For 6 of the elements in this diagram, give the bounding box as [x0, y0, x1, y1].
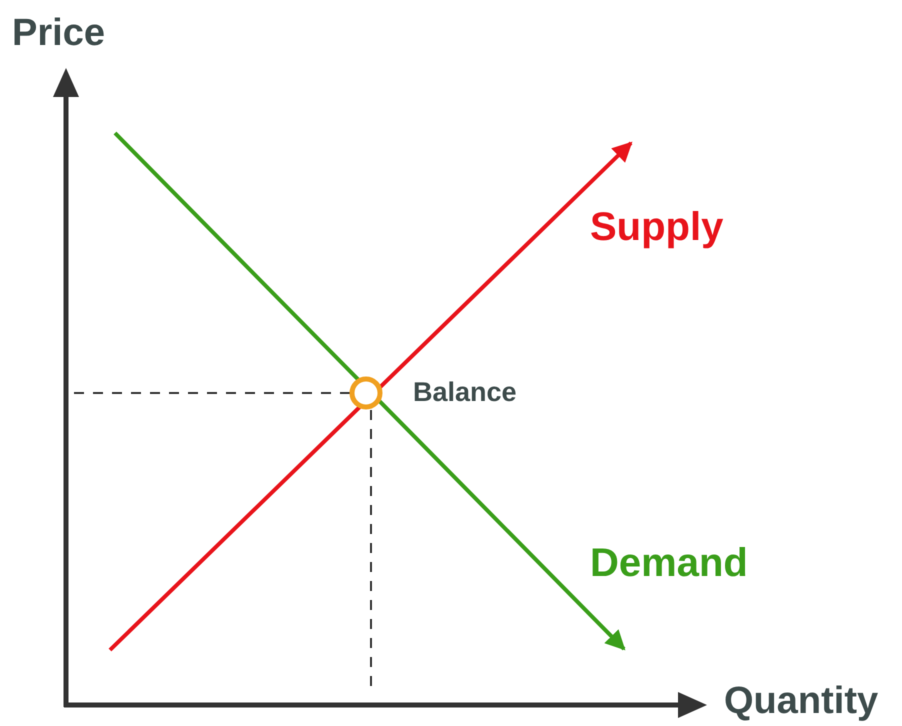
equilibrium-point	[350, 376, 382, 410]
point-label: Balance	[413, 379, 517, 406]
axis-title: Quantity	[724, 682, 878, 720]
curve-label: Supply	[590, 207, 724, 247]
curve-label: Demand	[590, 543, 748, 583]
axis-title: Price	[12, 14, 105, 52]
